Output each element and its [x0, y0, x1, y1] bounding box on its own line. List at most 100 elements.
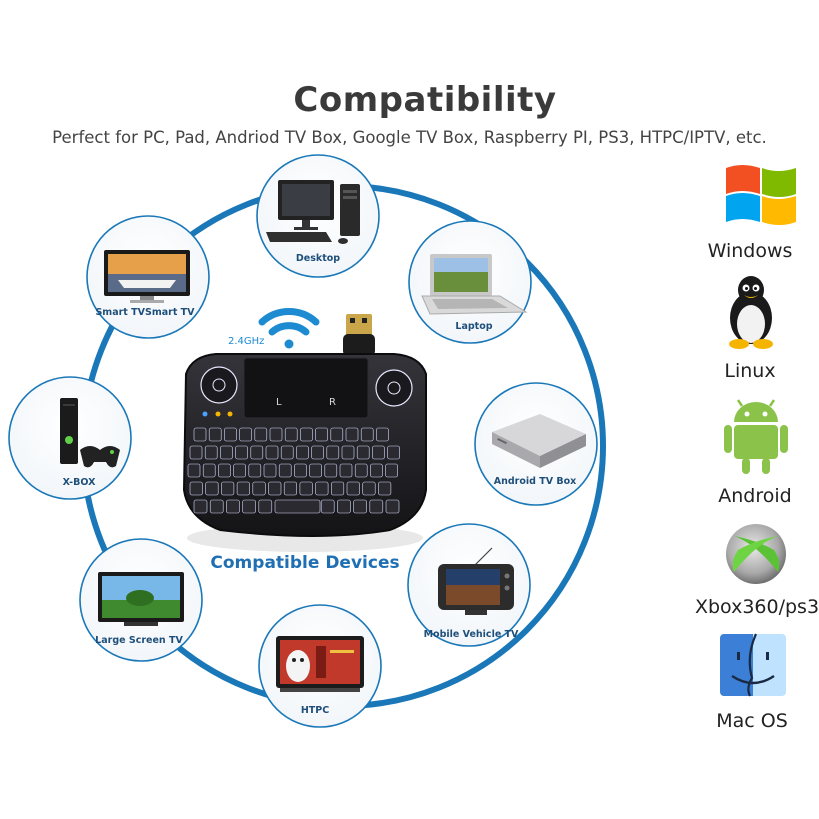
keyboard-key	[284, 427, 298, 442]
keyboard-key	[268, 481, 282, 496]
svg-text:R: R	[329, 397, 336, 408]
keyboard-key	[239, 427, 252, 442]
keyboard-key	[258, 499, 273, 514]
keyboard-key	[189, 445, 203, 460]
device-label-laptop: Laptop	[455, 321, 493, 332]
keyboard-key	[370, 463, 383, 478]
device-label-xbox: X-BOX	[62, 477, 96, 488]
keyboard-key	[220, 445, 233, 460]
keyboard-key	[280, 445, 294, 460]
device-label-smart-tv: Smart TVSmart TV	[95, 307, 195, 318]
device-label-android-tv-box: Android TV Box	[493, 476, 577, 487]
android-robot-icon	[724, 399, 788, 474]
keyboard-key	[376, 427, 389, 442]
large-tv-icon	[98, 572, 184, 626]
tv-box-icon	[492, 414, 586, 468]
keyboard-key	[330, 481, 345, 496]
keyboard-key	[193, 499, 208, 514]
device-label-htpc: HTPC	[300, 705, 330, 716]
laptop-icon	[421, 254, 528, 315]
keyboard-key	[205, 481, 219, 496]
compatible-devices-heading: Compatible Devices	[210, 553, 400, 573]
keyboard-key	[324, 463, 338, 478]
desktop-icon	[266, 180, 360, 244]
os-label-xbox-ps3: Xbox360/ps3	[694, 596, 819, 618]
keyboard-key	[346, 481, 360, 496]
keyboard-key	[311, 445, 324, 460]
keyboard-key	[235, 445, 248, 460]
keyboard-key	[265, 445, 279, 460]
keyboard-key	[320, 499, 335, 514]
keyboard-key	[326, 445, 340, 460]
keyboard-key	[339, 463, 353, 478]
device-label-large-screen-tv: Large Screen TV	[95, 635, 183, 646]
keyboard-key	[315, 481, 329, 496]
keyboard-key	[248, 463, 262, 478]
keyboard-key	[254, 427, 268, 442]
keyboard-key	[224, 427, 237, 442]
keyboard-key	[372, 445, 385, 460]
keyboard-key	[356, 445, 370, 460]
os-label-windows: Windows	[707, 240, 793, 262]
device-label-desktop: Desktop	[295, 253, 341, 264]
keyboard-key	[296, 445, 309, 460]
keyboard-key	[233, 463, 246, 478]
keyboard-key	[353, 499, 367, 514]
linux-penguin-icon	[729, 276, 773, 349]
keyboard-key	[337, 499, 351, 514]
keyboard-key	[294, 463, 307, 478]
keyboard-key	[369, 499, 384, 514]
usb-dongle-icon	[343, 314, 375, 356]
keyboard-key	[345, 427, 359, 442]
keyboard-key	[263, 463, 277, 478]
mini-keyboard-icon: L R	[182, 353, 427, 552]
keyboard-key	[387, 445, 400, 460]
xbox-console-icon	[60, 398, 120, 468]
keyboard-key	[209, 499, 224, 514]
windows-logo-icon	[726, 165, 796, 225]
os-label-android: Android	[718, 485, 792, 507]
keyboard-key	[252, 481, 266, 496]
htpc-icon	[276, 636, 364, 692]
keyboard-key	[299, 481, 313, 496]
keyboard-key	[274, 499, 321, 514]
keyboard-key	[283, 481, 298, 496]
keyboard-key	[250, 445, 264, 460]
keyboard-key	[269, 427, 283, 442]
keyboard-key	[360, 427, 374, 442]
os-label-mac-os: Mac OS	[716, 710, 788, 732]
svg-text:L: L	[276, 397, 282, 408]
smart-tv-icon	[104, 250, 190, 303]
keyboard-key	[385, 463, 398, 478]
keyboard-key	[330, 427, 344, 442]
keyboard-key	[221, 481, 235, 496]
os-label-linux: Linux	[724, 360, 776, 382]
keyboard-key	[309, 463, 322, 478]
keyboard-key	[187, 463, 201, 478]
mac-finder-icon	[720, 633, 786, 697]
keyboard-key	[242, 499, 256, 514]
keyboard-key	[341, 445, 355, 460]
keyboard-key	[278, 463, 292, 478]
keyboard-key	[354, 463, 368, 478]
page-subtitle: Perfect for PC, Pad, Andriod TV Box, Goo…	[52, 128, 767, 147]
keyboard-key	[202, 463, 216, 478]
keyboard-key	[204, 445, 218, 460]
keyboard-key	[300, 427, 313, 442]
page-title: Compatibility	[293, 80, 557, 120]
keyboard-key	[218, 463, 231, 478]
keyboard-key	[193, 427, 207, 442]
keyboard-key	[385, 499, 400, 514]
device-label-mobile-vehicle-tv: Mobile Vehicle TV	[423, 629, 519, 640]
keyboard-key	[189, 481, 203, 496]
keyboard-key	[378, 481, 392, 496]
keyboard-key	[226, 499, 240, 514]
wifi-signal-icon	[258, 308, 320, 349]
keyboard-key	[236, 481, 250, 496]
keyboard-key	[362, 481, 376, 496]
keyboard-key	[315, 427, 328, 442]
wifi-frequency-label: 2.4GHz	[228, 336, 265, 347]
keyboard-key	[208, 427, 222, 442]
vehicle-tv-icon	[438, 547, 514, 615]
